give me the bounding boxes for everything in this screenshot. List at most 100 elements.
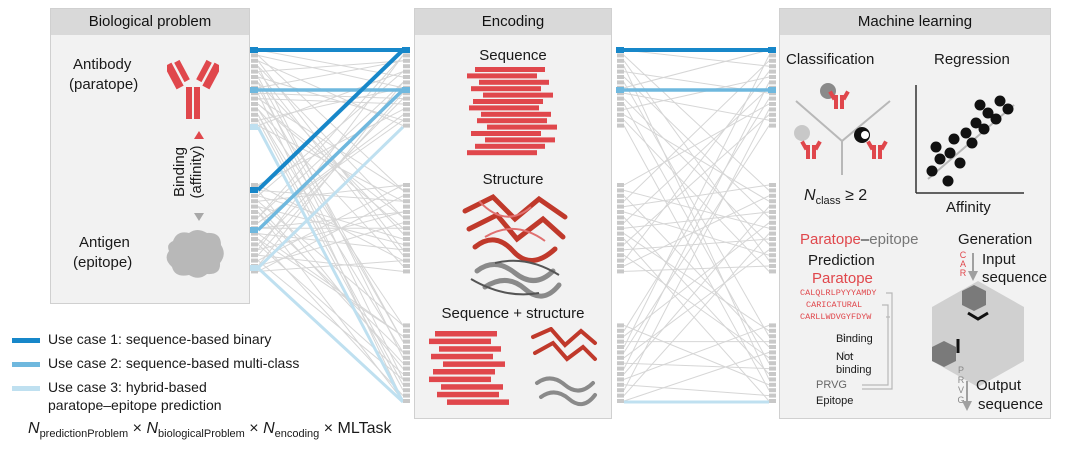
node <box>403 118 410 123</box>
gray-link <box>257 92 404 100</box>
legend-swatch-3 <box>12 385 40 391</box>
legend-use-case-2: Use case 2: sequence-based multi-class <box>12 355 299 371</box>
machine-learning-title: Machine learning <box>780 9 1050 35</box>
node <box>617 96 624 101</box>
node <box>769 58 776 63</box>
legend-swatch-2 <box>12 361 40 367</box>
node <box>769 91 776 96</box>
node <box>617 350 624 355</box>
node <box>403 366 410 371</box>
node <box>403 237 410 241</box>
node <box>769 242 776 247</box>
node <box>251 112 258 117</box>
antigen-label: Antigen <box>79 234 130 251</box>
node <box>617 69 624 74</box>
gray-link <box>623 265 770 272</box>
node <box>403 53 410 58</box>
legend-text-2: Use case 2: sequence-based multi-class <box>48 355 300 371</box>
gray-link <box>623 82 770 369</box>
classification-tree-icon <box>794 83 891 175</box>
binding-label-vertical: Binding (affinity) <box>171 127 205 217</box>
node <box>617 107 624 112</box>
highlight-node <box>250 187 258 193</box>
node <box>251 183 258 187</box>
node <box>403 96 410 101</box>
highlight-node <box>402 47 410 53</box>
scatter-point <box>994 95 1006 107</box>
gray-link <box>257 87 404 121</box>
node <box>769 247 776 252</box>
node <box>403 377 410 382</box>
node <box>769 264 776 268</box>
node <box>403 372 410 376</box>
input-letter: C <box>959 250 967 260</box>
node <box>769 269 776 274</box>
down-arrow-top-icon <box>968 253 978 281</box>
prediction-label: Prediction <box>808 252 875 269</box>
node <box>403 58 410 63</box>
highlight-node <box>402 87 410 93</box>
regression-label: Regression <box>934 51 1010 68</box>
binding-sub-label: (affinity) <box>188 145 205 199</box>
gray-link <box>623 65 770 380</box>
gray-link <box>257 125 404 202</box>
node <box>403 220 410 225</box>
scatter-point <box>982 107 994 119</box>
sequence-bar <box>477 118 547 124</box>
highlight-node <box>250 47 258 53</box>
sequence-bar <box>433 369 495 375</box>
scatter-point <box>990 113 1002 125</box>
gray-link <box>257 211 404 229</box>
node <box>403 188 410 193</box>
highlight-node <box>250 87 258 93</box>
node <box>617 237 624 241</box>
node <box>403 388 410 393</box>
not-option: Not <box>836 351 854 363</box>
node <box>769 399 776 403</box>
legend-text-3a: Use case 3: hybrid-based <box>48 379 207 395</box>
node <box>403 399 410 403</box>
node <box>251 242 258 247</box>
node <box>251 53 258 58</box>
node <box>617 377 624 382</box>
sequence-bars-icon <box>467 67 557 156</box>
node <box>769 231 776 236</box>
node <box>403 253 410 258</box>
protein-structure-icon <box>462 193 568 299</box>
formula-s2: biologicalProblem <box>158 428 245 441</box>
prediction-bracket-icon <box>843 292 893 390</box>
scatter-point <box>970 117 982 129</box>
node <box>617 204 624 209</box>
gray-link <box>257 76 404 342</box>
prvg-label: PRVG <box>816 379 847 391</box>
node <box>617 64 624 69</box>
input-sequence-label: sequence <box>982 269 1048 286</box>
gray-link <box>623 351 770 402</box>
node <box>403 193 410 198</box>
output-letter: G <box>957 395 965 405</box>
node <box>403 112 410 117</box>
node <box>403 269 410 274</box>
formula-x3: × MLTask <box>319 420 392 437</box>
use-case-link <box>256 266 405 404</box>
node <box>769 253 776 258</box>
highlight-node <box>768 87 776 93</box>
gray-link <box>257 238 404 337</box>
node <box>403 64 410 69</box>
sequence-bar <box>431 353 493 360</box>
gray-link <box>623 217 770 375</box>
input-letter: R <box>959 268 967 278</box>
paratope-seq-1: CALQLRLPYYYAMDY <box>800 288 877 298</box>
gray-link <box>257 195 404 240</box>
down-arrow-bottom-icon <box>962 381 972 411</box>
node <box>403 69 410 74</box>
gray-link <box>257 206 404 245</box>
node <box>769 215 776 220</box>
node <box>769 323 776 328</box>
node <box>617 118 624 123</box>
not-binding-option: binding <box>836 364 872 376</box>
legend-text-1: Use case 1: sequence-based binary <box>48 331 272 347</box>
node <box>403 361 410 366</box>
sequence-bar <box>485 137 555 143</box>
